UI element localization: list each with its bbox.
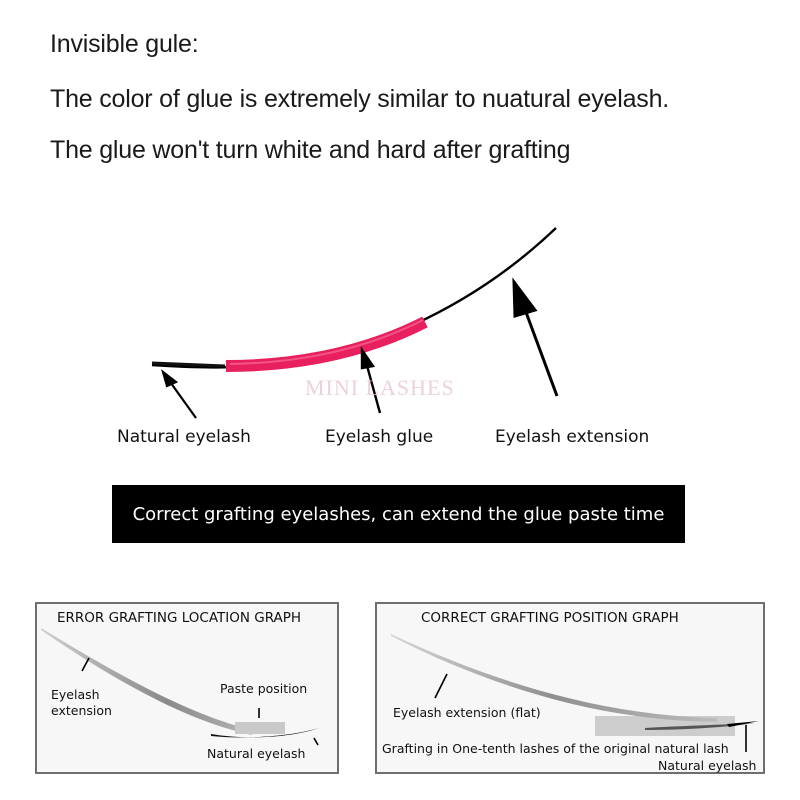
intro-heading: Invisible gule:: [50, 30, 199, 58]
info-banner: Correct grafting eyelashes, can extend t…: [112, 485, 685, 543]
intro-line-white: The glue won't turn white and hard after…: [50, 136, 571, 164]
correct-extension-label: Eyelash extension (flat): [393, 705, 541, 720]
label-natural-eyelash: Natural eyelash: [117, 427, 251, 447]
natural-eyelash-tip: [151, 361, 226, 368]
error-grafting-illustration: [41, 628, 322, 746]
correct-grafting-panel: CORRECT GRAFTING POSITION GRAPH Eyelash …: [375, 602, 765, 774]
correct-grafting-note: Grafting in One-tenth lashes of the orig…: [382, 741, 729, 756]
correct-natural-eyelash-label: Natural eyelash: [658, 758, 757, 773]
eyelash-glue-diagram: [151, 227, 559, 419]
watermark-logo: MINI LASHES: [305, 375, 455, 400]
error-paste-position-label: Paste position: [220, 681, 308, 696]
intro-line-color: The color of glue is extremely similar t…: [50, 85, 670, 113]
banner-text: Correct grafting eyelashes, can extend t…: [132, 503, 665, 525]
correct-panel-title: CORRECT GRAFTING POSITION GRAPH: [421, 610, 679, 626]
error-panel-title: ERROR GRAFTING LOCATION GRAPH: [57, 610, 302, 626]
error-grafting-panel: ERROR GRAFTING LOCATION GRAPH Eyelash ex…: [35, 602, 339, 774]
arrow-natural-eyelash-icon: [161, 369, 197, 419]
correct-grafting-illustration: [391, 634, 759, 752]
label-eyelash-glue: Eyelash glue: [325, 427, 434, 447]
error-extension-label-line1: Eyelash: [51, 687, 100, 702]
error-natural-eyelash-label: Natural eyelash: [207, 746, 306, 761]
error-extension-label-line2: extension: [51, 703, 112, 718]
arrow-eyelash-glue-icon: [360, 346, 382, 414]
label-eyelash-extension: Eyelash extension: [495, 427, 650, 447]
arrow-eyelash-extension-icon: [512, 277, 559, 397]
eyelash-glue-segment: [225, 316, 428, 372]
